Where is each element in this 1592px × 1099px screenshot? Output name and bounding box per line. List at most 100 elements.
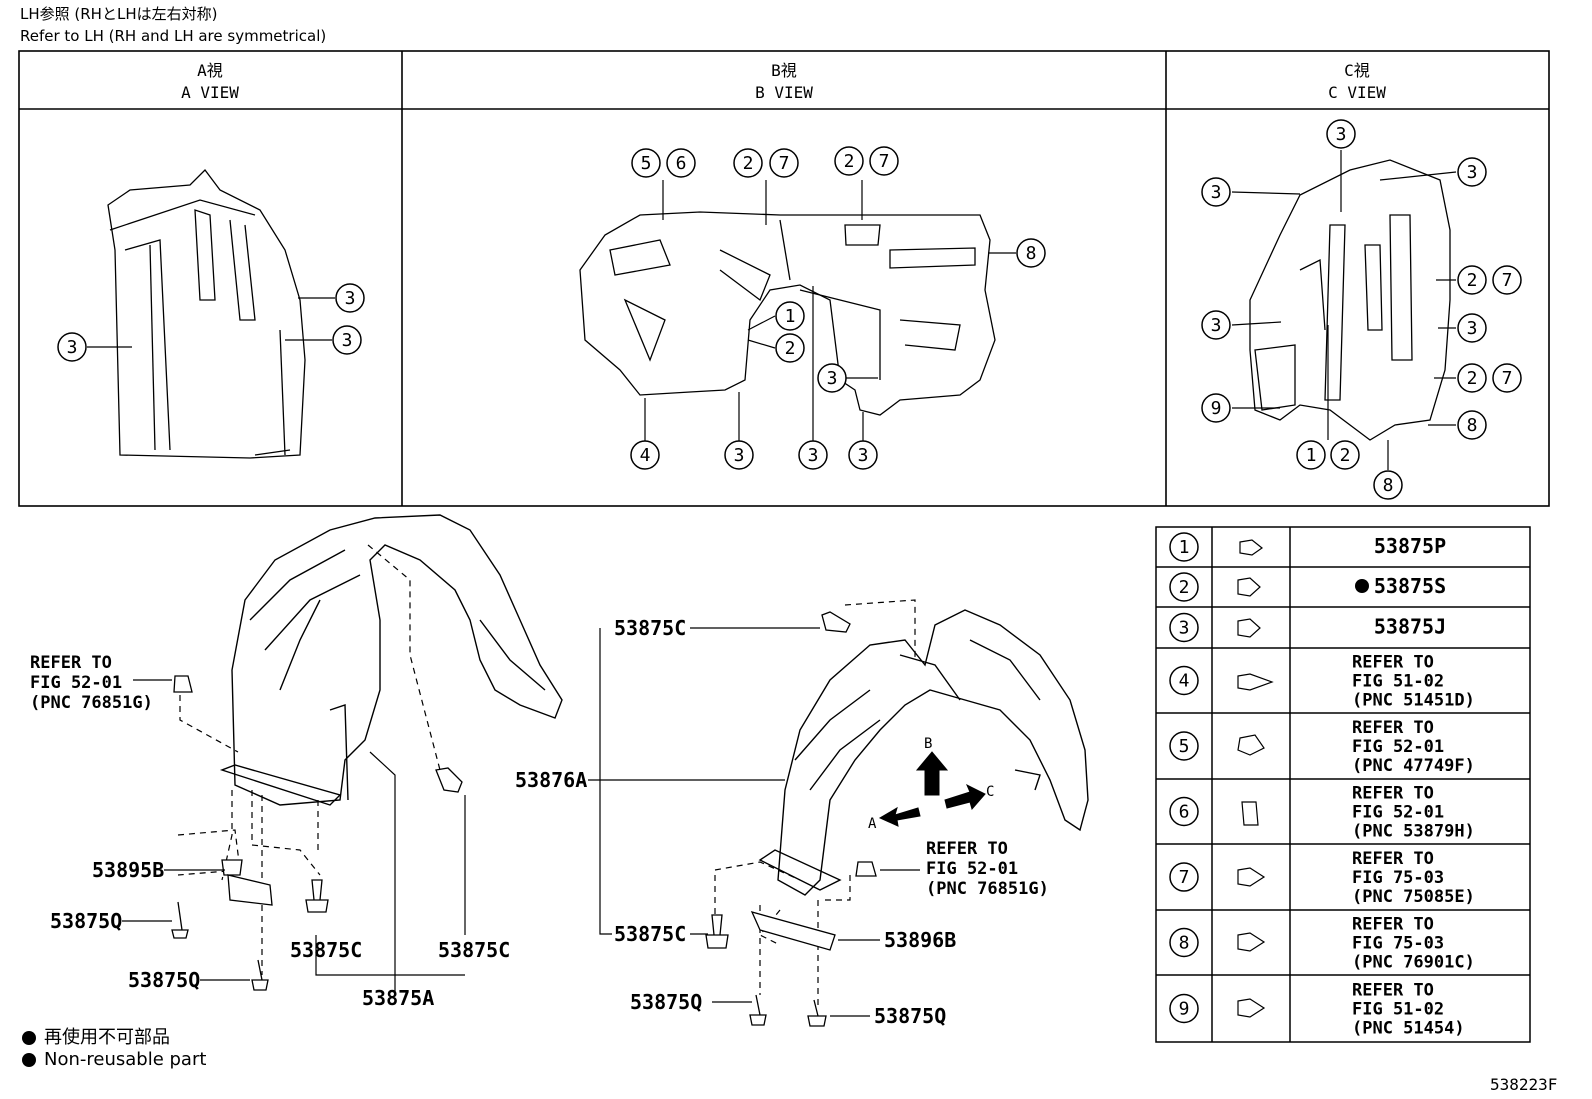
- refer-left-line1: REFER TO: [30, 653, 112, 673]
- legend-callout-circle: [1169, 796, 1199, 827]
- legend-reference-line: REFER TO: [1352, 981, 1434, 1001]
- svg-text:3: 3: [1211, 182, 1222, 203]
- footnote-jp-text: 再使用不可部品: [44, 1027, 170, 1048]
- legend-reference-line: (PNC 47749F): [1352, 756, 1475, 776]
- legend-callout-circle: [1169, 731, 1199, 761]
- footnote-jp: 再使用不可部品: [22, 1023, 170, 1049]
- clip-47749f-icon: [1237, 734, 1265, 756]
- callout-3: 3: [1457, 313, 1487, 343]
- legend-fastener-icons: [1237, 539, 1274, 1018]
- callout-8: 8: [1016, 238, 1046, 268]
- svg-text:4: 4: [640, 445, 651, 466]
- svg-text:3: 3: [1211, 315, 1222, 336]
- legend-callout-circle: [1169, 532, 1199, 562]
- left-leaders: [122, 679, 466, 995]
- legend-reference-line: (PNC 75085E): [1352, 887, 1475, 907]
- svg-text:3: 3: [67, 337, 78, 358]
- left-liner-drawing: [219, 514, 563, 806]
- c-view-leaders: [1231, 150, 1457, 470]
- footnote-en: Non-reusable part: [22, 1049, 206, 1070]
- legend-reference-line: REFER TO: [1352, 849, 1434, 869]
- legend-reference-line: FIG 75-03: [1352, 868, 1444, 888]
- part-53875q: 53875Q: [874, 1004, 946, 1028]
- svg-text:3: 3: [734, 445, 745, 466]
- view-headers: A視 A VIEW B視 B VIEW C視 C VIEW: [181, 61, 1386, 102]
- callout-1: 1: [1296, 440, 1326, 470]
- bolt-53875q-icon: [251, 959, 269, 991]
- arrow-c-icon: [944, 783, 986, 811]
- callout-5: 5: [631, 148, 661, 178]
- bolt-53875q-icon: [807, 999, 827, 1027]
- screw-51451d-icon: [1237, 673, 1274, 691]
- part-53875q: 53875Q: [50, 909, 122, 933]
- callout-8: 8: [1457, 410, 1487, 440]
- callout-4: 4: [630, 440, 660, 470]
- screw-53875c-icon: [705, 914, 729, 949]
- b-view-jp: B視: [771, 61, 797, 80]
- a-view-liner: [107, 169, 306, 459]
- bracket-53896b-icon: [750, 911, 836, 951]
- bolt-53875q-icon: [749, 994, 767, 1026]
- legend-reference-line: FIG 51-02: [1352, 672, 1444, 692]
- legend-callout-circle: [1169, 665, 1199, 696]
- legend-reference-line: (PNC 51454): [1352, 1019, 1465, 1039]
- legend-callout-number: 1: [1179, 537, 1190, 558]
- legend-callout-number: 3: [1179, 618, 1190, 639]
- arrow-a-icon: [878, 806, 921, 827]
- right-liner-drawing: [758, 609, 1089, 896]
- legend-callout-number: 6: [1179, 802, 1190, 823]
- legend-reference-line: FIG 52-01: [1352, 803, 1444, 823]
- legend-callout-number: 4: [1179, 671, 1190, 692]
- svg-text:3: 3: [1467, 318, 1478, 339]
- callout-8: 8: [1373, 470, 1403, 500]
- callout-7: 7: [769, 148, 799, 178]
- svg-text:5: 5: [641, 153, 652, 174]
- footnote-en-text: Non-reusable part: [44, 1049, 207, 1070]
- part-labels: REFER TO FIG 52-01 (PNC 76851G) 53895B 5…: [30, 616, 1049, 1028]
- legend-part-number: 53875S: [1374, 574, 1446, 598]
- bolt-76901c-icon: [1237, 932, 1266, 952]
- c-view-jp: C視: [1344, 61, 1370, 80]
- arrow-b-icon: [915, 751, 949, 796]
- c-view-en: C VIEW: [1328, 83, 1386, 102]
- legend-reference-line: REFER TO: [1352, 915, 1434, 935]
- callout-1: 1: [775, 301, 805, 331]
- screw-53875c-icon: [305, 879, 329, 913]
- legend-callout-number: 5: [1179, 736, 1190, 757]
- clip-53875s-icon: [1237, 577, 1261, 597]
- callout-2: 2: [834, 146, 864, 176]
- svg-text:3: 3: [1336, 124, 1347, 145]
- part-53875q: 53875Q: [630, 990, 702, 1014]
- callout-2: 2: [1457, 265, 1487, 295]
- legend-reference-line: (PNC 76901C): [1352, 953, 1475, 973]
- legend-callout-circle: [1169, 927, 1199, 958]
- svg-text:7: 7: [779, 153, 790, 174]
- svg-text:7: 7: [1502, 270, 1513, 291]
- callout-7: 7: [869, 146, 899, 176]
- svg-text:2: 2: [785, 338, 796, 359]
- clip-76851g-icon: [173, 675, 193, 693]
- legend-callout-circle: [1169, 612, 1199, 643]
- callout-3: 3: [1201, 177, 1231, 207]
- clip-53875j-icon: [1237, 618, 1261, 638]
- legend-callout-circle: [1169, 993, 1199, 1024]
- legend-reference-line: REFER TO: [1352, 784, 1434, 804]
- legend-callout-number: 9: [1179, 999, 1190, 1020]
- screw-53875c-icon: [821, 611, 851, 633]
- right-leaders: [588, 627, 920, 1017]
- callout-9: 9: [1201, 393, 1231, 423]
- legend-reference-line: FIG 51-02: [1352, 1000, 1444, 1020]
- legend-part-number: 53875P: [1374, 534, 1446, 558]
- a-view-leaders: [87, 297, 335, 348]
- callout-3: 3: [798, 440, 828, 470]
- callout-3: 3: [335, 283, 365, 313]
- callout-3: 3: [1326, 119, 1356, 149]
- figure-code: 538223F: [1490, 1075, 1557, 1094]
- a-view-callouts: 3 3 3: [57, 283, 365, 362]
- part-53875c: 53875C: [438, 938, 510, 962]
- bolt-53875q-icon: [171, 901, 189, 939]
- screw-53875c-icon: [435, 767, 463, 793]
- callout-3: 3: [817, 363, 847, 393]
